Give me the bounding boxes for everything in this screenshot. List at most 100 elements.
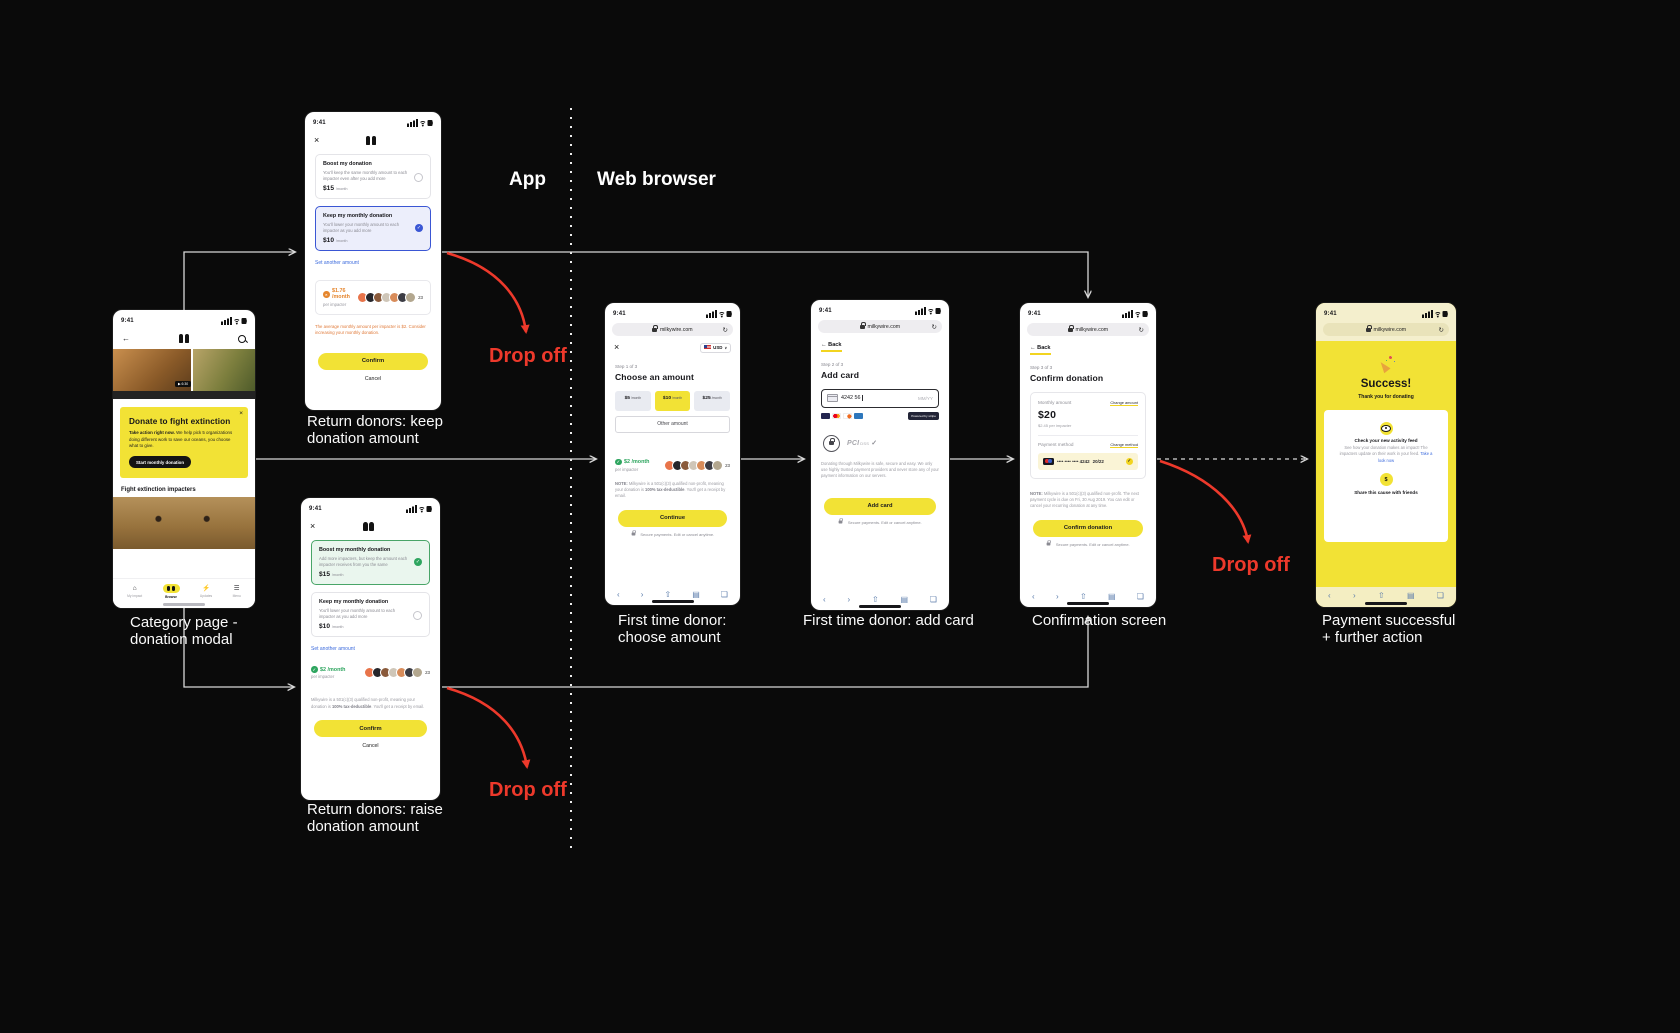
option-title: Keep my monthly donation <box>319 599 389 606</box>
change-method-link[interactable]: Change method <box>1110 441 1138 448</box>
browser-back-icon[interactable]: ‹ <box>1032 592 1035 601</box>
back-arrow-icon[interactable]: ← <box>122 334 130 343</box>
tab-updates[interactable]: ⚡Updates <box>199 584 213 598</box>
home-indicator <box>1067 602 1109 605</box>
card-number-input[interactable]: 4242 56 MM/YY <box>821 388 939 408</box>
browser-url-bar[interactable]: milkywire.com ↻ <box>818 320 942 333</box>
status-icons <box>706 309 732 318</box>
close-icon[interactable]: × <box>314 135 320 145</box>
tabs-icon[interactable]: ❏ <box>1136 592 1144 601</box>
amount-option-10-selected[interactable]: $10/month <box>654 391 691 411</box>
radio-unselected-icon[interactable] <box>413 610 422 620</box>
share-title: Share this cause with friends <box>1354 489 1418 495</box>
mastercard-icon <box>832 412 841 419</box>
cancel-button[interactable]: Cancel <box>364 375 382 382</box>
status-bar: 9:41 <box>605 303 740 320</box>
option-description: You'll keep the same monthly amount to e… <box>323 169 408 181</box>
radio-unselected-icon[interactable] <box>414 172 423 182</box>
change-amount-link[interactable]: Change amount <box>1110 399 1138 406</box>
browser-back-icon[interactable]: ‹ <box>617 590 620 599</box>
tab-browse[interactable]: Browse <box>162 584 180 599</box>
avatar-count: 23 <box>425 670 430 676</box>
check-icon[interactable]: ✓ <box>415 224 423 233</box>
check-icon[interactable]: ✓ <box>414 558 422 567</box>
status-time: 9:41 <box>819 307 832 314</box>
tabs-icon[interactable]: ❏ <box>1436 591 1444 600</box>
browser-url-bar[interactable]: milkywire.com ↻ <box>612 323 733 336</box>
option-amount: $10 /month <box>323 237 348 245</box>
tabs-icon[interactable]: ❏ <box>720 590 728 599</box>
browser-url-bar[interactable]: milkywire.com ↻ <box>1323 323 1449 336</box>
option-boost-donation-selected[interactable]: Boost my monthly donation Add more impac… <box>311 540 430 586</box>
lock-icon <box>859 321 866 329</box>
confirm-button[interactable]: Confirm <box>314 720 427 738</box>
bookmarks-icon[interactable]: ▤ <box>1406 591 1415 600</box>
share-icon[interactable]: ⇧ <box>1377 591 1385 600</box>
add-card-button[interactable]: Add card <box>824 497 936 515</box>
stripe-badge: Powered by stripe <box>908 411 939 420</box>
amount-option-25[interactable]: $25/month <box>694 391 731 411</box>
tabs-icon[interactable]: ❏ <box>929 595 937 604</box>
tab-my-impact[interactable]: ⌂My impact <box>127 584 143 598</box>
option-amount: $15 /month <box>319 571 344 579</box>
set-another-amount-link[interactable]: Set another amount <box>315 260 359 267</box>
browser-forward-icon[interactable]: › <box>847 595 851 604</box>
take-a-look-link[interactable]: Take a look now <box>1377 451 1433 463</box>
browser-forward-icon[interactable]: › <box>640 590 644 599</box>
lock-icon <box>652 324 659 332</box>
page-title: Choose an amount <box>615 372 694 382</box>
close-icon[interactable]: × <box>239 410 243 417</box>
bookmarks-icon[interactable]: ▤ <box>1107 592 1116 601</box>
start-monthly-donation-button[interactable]: Start monthly donation <box>129 456 192 469</box>
refresh-icon[interactable]: ↻ <box>1438 326 1444 334</box>
amex-icon <box>854 412 863 419</box>
page-header-row: × USD ∨ <box>605 336 740 354</box>
option-keep-donation[interactable]: Keep my monthly donation You'll lower yo… <box>311 592 430 638</box>
browser-forward-icon[interactable]: › <box>1055 592 1059 601</box>
refresh-icon[interactable]: ↻ <box>931 323 937 331</box>
home-indicator <box>651 600 694 603</box>
continue-button[interactable]: Continue <box>618 509 727 527</box>
lion-impacter-image[interactable] <box>113 496 255 549</box>
bookmarks-icon[interactable]: ▤ <box>692 590 700 599</box>
option-boost-donation[interactable]: Boost my donation You'll keep the same m… <box>315 154 431 200</box>
milkywire-logo <box>178 334 190 343</box>
amount-option-5[interactable]: $5/month <box>615 391 651 411</box>
option-title: Keep my monthly donation <box>323 213 393 220</box>
refresh-icon[interactable]: ↻ <box>1138 326 1144 334</box>
browser-back-icon[interactable]: ‹ <box>823 595 826 604</box>
status-time: 9:41 <box>309 505 322 512</box>
back-link[interactable]: ← Back <box>1030 345 1051 355</box>
search-icon[interactable] <box>238 334 246 343</box>
confirm-donation-button[interactable]: Confirm donation <box>1033 519 1143 537</box>
browser-forward-icon[interactable]: › <box>1352 591 1356 600</box>
bookmarks-icon[interactable]: ▤ <box>900 595 908 604</box>
option-description: You'll lower your monthly amount to each… <box>323 221 400 233</box>
currency-selector[interactable]: USD ∨ <box>700 342 731 353</box>
cancel-button[interactable]: Cancel <box>362 743 379 750</box>
share-icon[interactable]: ⇧ <box>871 595 879 604</box>
url-text: milkywire.com <box>1373 326 1407 333</box>
set-another-amount-link[interactable]: Set another amount <box>311 646 355 653</box>
refresh-icon[interactable]: ↻ <box>722 326 728 334</box>
browser-url-bar[interactable]: milkywire.com ↻ <box>1027 323 1149 336</box>
tab-menu[interactable]: ☰Menu <box>232 584 241 598</box>
secure-payments-note: Secure payments. Edit or cancel anytime. <box>1020 540 1156 547</box>
back-link[interactable]: ← Back <box>821 342 842 352</box>
impacter-stats: ✓$2 /month per impacter 23 <box>311 666 430 679</box>
dropoff-arrow-3 <box>1159 459 1252 544</box>
close-icon[interactable]: × <box>614 342 620 352</box>
option-keep-donation-selected[interactable]: Keep my monthly donation You'll lower yo… <box>315 206 431 252</box>
other-amount-input[interactable]: Other amount <box>615 415 730 433</box>
browser-back-icon[interactable]: ‹ <box>1328 591 1331 600</box>
share-icon[interactable]: ⇧ <box>1079 592 1087 601</box>
share-icon[interactable]: ⇧ <box>664 590 672 599</box>
close-icon[interactable]: × <box>310 521 316 531</box>
confirm-button[interactable]: Confirm <box>318 352 428 370</box>
section-label-app: App <box>509 169 546 190</box>
category-media-strip[interactable]: ▶ 6:30 <box>113 349 255 391</box>
savanna-thumbnail[interactable] <box>192 349 255 391</box>
browser-toolbar: ‹ › ⇧ ▤ ❏ <box>1020 593 1156 601</box>
